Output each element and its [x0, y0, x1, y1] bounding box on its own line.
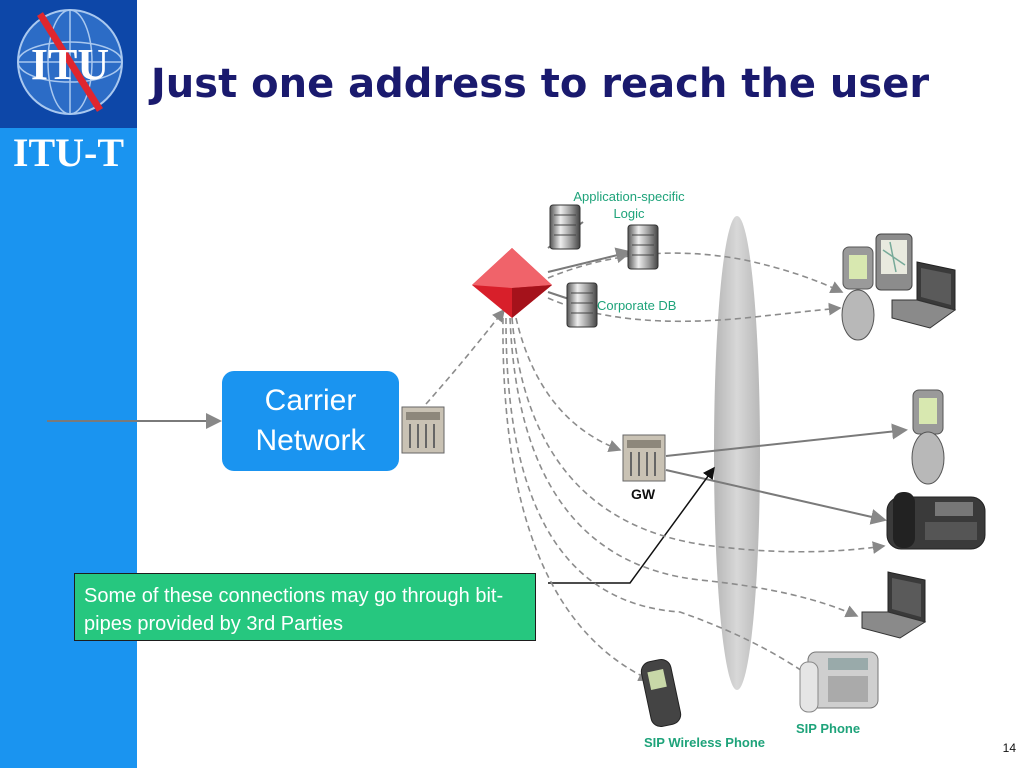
gw-deskphone-line — [665, 469, 887, 525]
router-laptop-link — [509, 317, 859, 618]
network-cloud-ellipse — [714, 216, 760, 690]
pda-icon — [875, 233, 913, 291]
sip-wireless-phone-icon — [640, 658, 682, 728]
itu-logo: ITU — [0, 0, 137, 128]
third-party-callout: Some of these connections may go through… — [74, 573, 536, 641]
laptop-icon-top — [891, 261, 957, 329]
sip-phone-icon — [799, 651, 879, 713]
router-gw-link — [515, 317, 622, 453]
desk-phone-icon — [886, 492, 986, 550]
router-devices-link-top — [547, 252, 844, 293]
flip-phone-icon-mid — [911, 389, 945, 485]
corporate-db-label: Corporate DB — [597, 298, 677, 313]
router-wireless-link — [502, 317, 652, 682]
callout-pointer — [548, 466, 715, 584]
red-router-icon — [472, 248, 552, 318]
logo-text: ITU — [31, 40, 109, 89]
db-server-icon — [566, 282, 598, 328]
page-number: 14 — [1002, 741, 1016, 755]
slide-title: Just one address to reach the user — [150, 61, 930, 107]
itu-globe-logo-icon: ITU — [17, 9, 123, 115]
carrier-network-label: Carrier Network — [255, 384, 366, 457]
gw-switch-icon — [622, 434, 666, 482]
app-server-icon-2 — [627, 224, 659, 270]
app-logic-label: Application-specific Logic — [573, 189, 685, 221]
brand-label: ITU-T — [12, 130, 125, 175]
carrier-network-box: Carrier Network — [222, 371, 399, 471]
carrier-switch-icon — [401, 406, 445, 454]
laptop-icon-bottom — [861, 571, 927, 639]
carrier-router-link — [425, 308, 505, 405]
flip-phone-icon-top — [841, 246, 875, 341]
sip-wireless-phone-label: SIP Wireless Phone — [644, 735, 766, 750]
app-server-icon-1 — [549, 204, 581, 250]
router-deskphone-link — [511, 317, 886, 554]
gw-label: GW — [631, 486, 656, 502]
sip-phone-label: SIP Phone — [796, 721, 861, 736]
gw-mobile-line — [665, 423, 908, 457]
sidebar: ITU ITU-T — [0, 0, 137, 768]
app-router-line — [547, 247, 632, 273]
router-sipphone-link — [505, 317, 817, 681]
